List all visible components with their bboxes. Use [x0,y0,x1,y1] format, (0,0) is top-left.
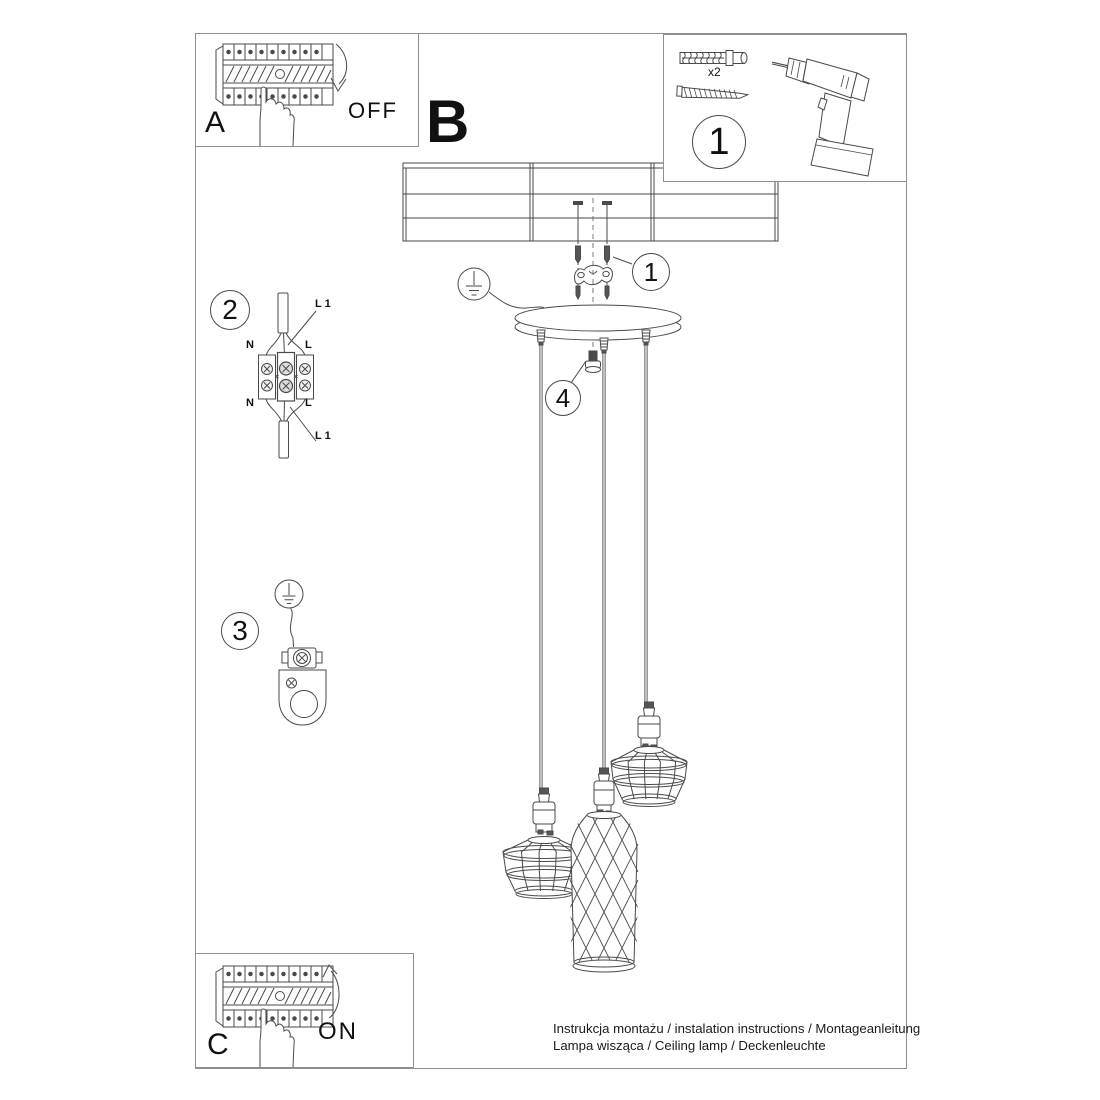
screw-tip [604,285,610,301]
section-b-label: B [426,88,470,155]
wire-label-l-top: L [305,339,312,351]
plug-quantity: x2 [708,65,721,79]
ground-symbol-icon [457,267,545,309]
cord-grips [536,329,651,354]
panel-c-label: C [207,1028,229,1061]
wall-plug-icon [679,50,748,66]
canopy-drawing [514,304,682,341]
arrow-down-icon [330,43,347,92]
pointing-hand-icon [259,86,295,146]
pendant-lamp-middle [569,767,639,973]
wire-label-n-bottom: N [246,397,254,409]
panel-c-art [215,964,340,1067]
wire-label-l-bottom: L [305,397,312,409]
kit-number-badge: 1 [692,115,746,169]
callout-4-badge: 4 [545,380,581,416]
cordless-drill-icon [771,57,874,177]
callout-1-pointer [612,256,633,265]
panel-a-art [215,43,347,146]
panel-a-label: A [205,106,226,139]
ceiling-planks-drawing [402,162,779,242]
wire-label-n-top: N [246,339,254,351]
arrow-up-icon [322,964,340,1019]
footer-line-1: Instrukcja montażu / instalation instruc… [553,1021,921,1036]
wire-label-l1-top: L 1 [315,298,331,310]
suspension-cords [539,345,648,790]
ground-terminal-diagram [274,579,327,726]
wiring-diagram [258,292,317,459]
step-3-badge: 3 [221,612,259,650]
step-2-badge: 2 [210,290,250,330]
screw-tip [575,285,581,301]
mounting-bracket-icon [574,264,613,286]
pendant-lamp-left [502,787,586,899]
pointing-hand-icon [259,1008,295,1067]
canopy-nut-drawing [570,350,601,384]
circuit-breaker-icon [215,965,334,1028]
mounting-screw-icon [676,85,750,99]
pendant-lamp-right [610,701,688,807]
wire-label-l1-bottom: L 1 [315,430,331,442]
callout-1-badge: 1 [632,253,670,291]
footer-line-2: Lampa wisząca / Ceiling lamp / Deckenleu… [553,1038,826,1053]
kit-art [676,50,874,177]
panel-a-breaker-off: A OFF [195,33,419,147]
off-label: OFF [348,98,398,123]
panel-c-breaker-on: C ON [195,953,414,1068]
mounting-screws-drawing [573,201,612,288]
circuit-breaker-icon [215,43,334,106]
on-label: ON [318,1018,358,1045]
page-frame [195,33,907,1069]
